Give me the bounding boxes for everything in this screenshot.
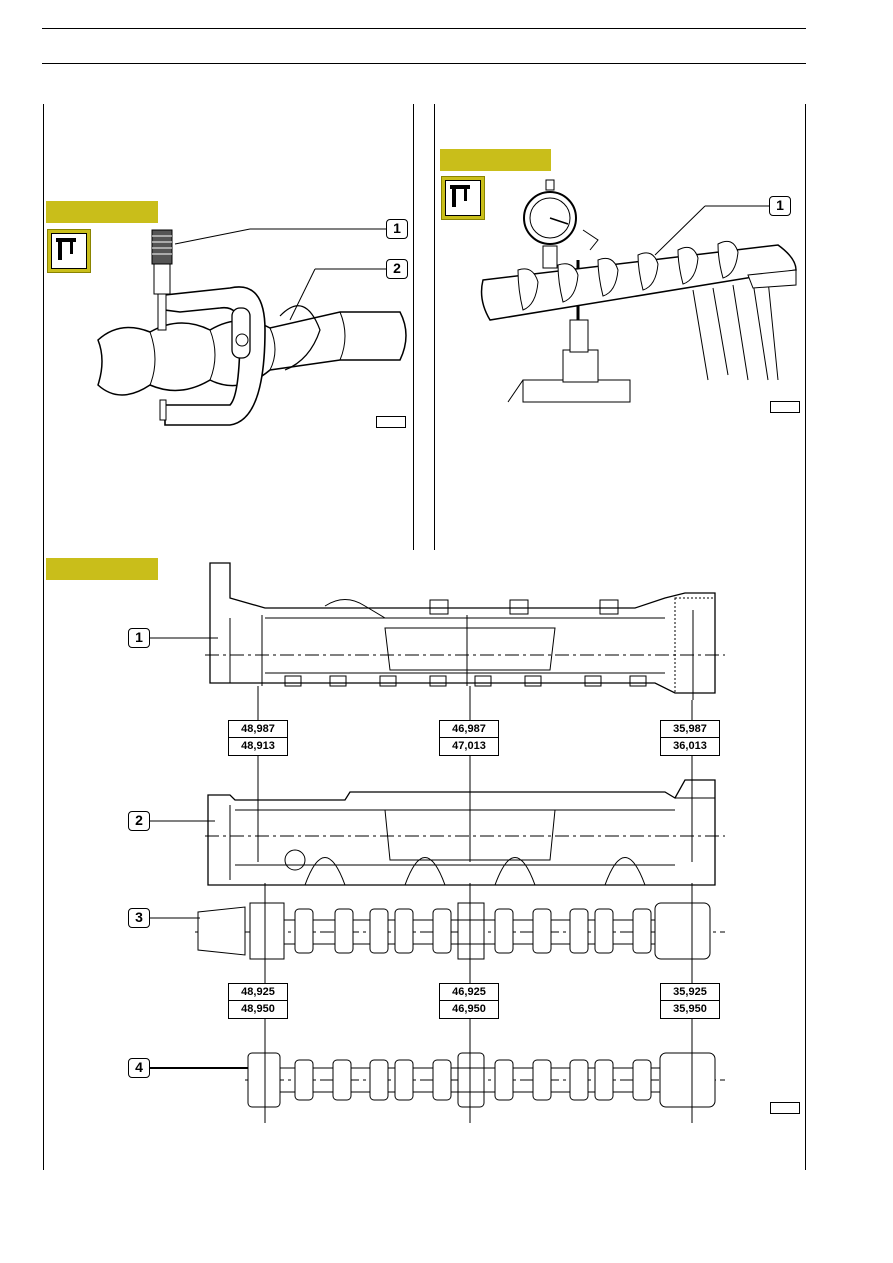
housing-dim-min: 47,013 — [452, 740, 486, 752]
shaft-dim-max: 48,925 — [229, 984, 287, 1001]
micrometer-crankshaft-drawing — [97, 229, 407, 426]
figure3-number-box — [770, 1102, 800, 1114]
housing-dim-min: 48,913 — [241, 740, 275, 752]
shaft-dim-max: 46,925 — [440, 984, 498, 1001]
frame-left — [43, 104, 44, 1170]
header-rule-top — [42, 28, 806, 29]
figure1-callout-1: 1 — [386, 219, 408, 239]
figure3-callout-1: 1 — [128, 628, 150, 648]
shaft-dim-box: 48,925 48,950 — [228, 983, 288, 1019]
frame-divider-right — [434, 104, 435, 550]
shaft-dim-min: 48,950 — [241, 1003, 275, 1015]
figure3-callout-2: 2 — [128, 811, 150, 831]
shaft-dim-box: 35,925 35,950 — [660, 983, 720, 1019]
housing-dim-max: 35,987 — [661, 721, 719, 738]
dial-gauge-camshaft-drawing — [480, 179, 797, 403]
figure2-callout-1: 1 — [769, 196, 791, 216]
figure3-callout-4: 4 — [128, 1058, 150, 1078]
micrometer-icon — [47, 229, 91, 273]
shaft-dim-max: 35,925 — [661, 984, 719, 1001]
frame-right — [805, 104, 806, 1170]
housing-dim-max: 48,987 — [229, 721, 287, 738]
figure2-title-bar — [440, 149, 551, 171]
dial-gauge-icon — [441, 176, 485, 220]
shaft-dim-min: 46,950 — [452, 1003, 486, 1015]
frame-divider-left — [413, 104, 414, 550]
housing-dim-max: 46,987 — [440, 721, 498, 738]
figure3-callout-3: 3 — [128, 908, 150, 928]
housing-dim-box: 35,987 36,013 — [660, 720, 720, 756]
shaft-dim-min: 35,950 — [673, 1003, 707, 1015]
housing-dim-box: 48,987 48,913 — [228, 720, 288, 756]
figure3-title-bar — [46, 558, 158, 580]
figure1-number-box — [376, 416, 406, 428]
housing-dim-min: 36,013 — [673, 740, 707, 752]
housing-dim-box: 46,987 47,013 — [439, 720, 499, 756]
header-rule-bottom — [42, 63, 806, 64]
housing-section-1 — [205, 562, 725, 694]
figure1-callout-2: 2 — [386, 259, 408, 279]
figure2-number-box — [770, 401, 800, 413]
shaft-dim-box: 46,925 46,950 — [439, 983, 499, 1019]
figure1-title-bar — [46, 201, 158, 223]
housing-section-2 — [205, 779, 725, 886]
